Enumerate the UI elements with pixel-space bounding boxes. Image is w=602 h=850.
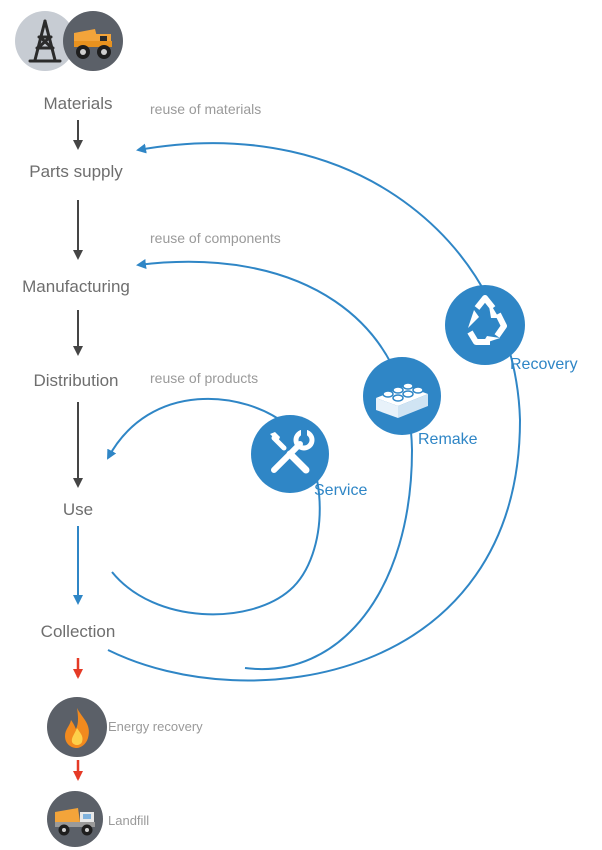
label-recovery: Recovery — [510, 356, 578, 373]
mining-truck-icon — [63, 11, 123, 71]
label-energy-recovery: Energy recovery — [108, 719, 203, 734]
oil-derrick-icon — [15, 11, 75, 71]
remake-loop-curve — [136, 259, 414, 671]
service-loop-curve — [107, 397, 321, 616]
recycle-icon — [445, 285, 525, 365]
dump-truck-icon — [47, 791, 103, 847]
flame-icon — [47, 697, 107, 757]
stage-manufacturing: Manufacturing — [22, 277, 130, 296]
label-landfill: Landfill — [108, 813, 150, 828]
label-reuse-of-components: reuse of components — [150, 230, 281, 246]
stage-parts-supply: Parts supply — [29, 162, 123, 181]
wrench-screwdriver-icon — [251, 415, 329, 493]
lego-brick-icon — [363, 357, 441, 435]
label-service: Service — [314, 482, 368, 499]
recovery-loop-curve — [107, 142, 522, 682]
label-remake: Remake — [418, 431, 478, 448]
stage-collection: Collection — [40, 622, 116, 641]
label-reuse-of-materials: reuse of materials — [150, 101, 262, 117]
stage-distribution: Distribution — [33, 371, 119, 390]
label-reuse-of-products: reuse of products — [150, 370, 259, 386]
stage-materials: Materials — [43, 94, 113, 113]
stage-use: Use — [62, 500, 94, 519]
